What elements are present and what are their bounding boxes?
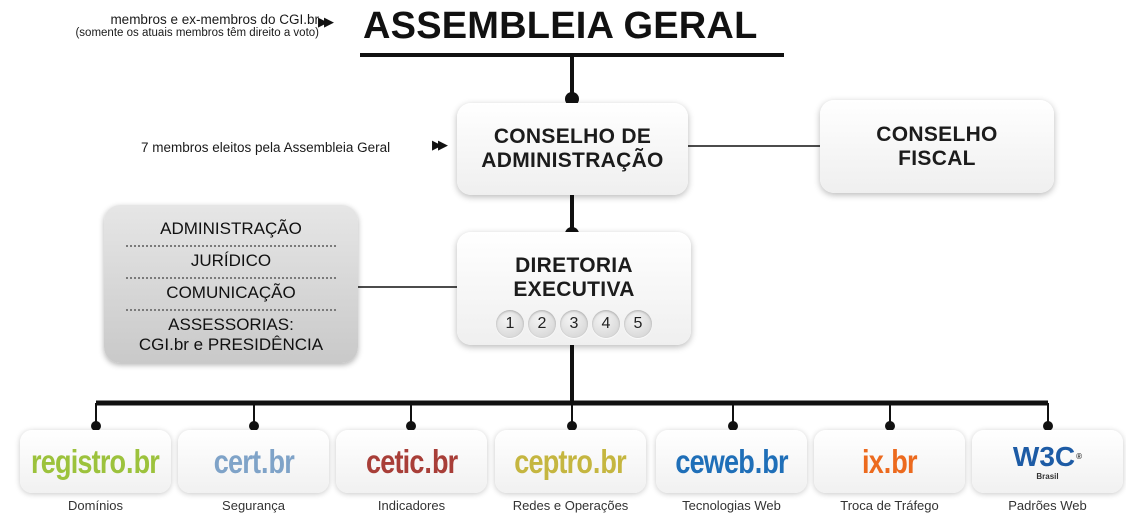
logo-dot: . <box>260 442 269 480</box>
department-item: ASSESSORIAS: CGI.br e PRESIDÊNCIA <box>138 315 324 354</box>
cert-br-logo: cert.br <box>213 442 294 480</box>
logo-name: ix <box>862 442 884 480</box>
ix-br-logo: ix.br <box>862 442 918 480</box>
center-card-cetic: cetic.br <box>336 430 487 493</box>
logo-dot: . <box>126 442 135 480</box>
logo-name: ceptro <box>514 442 594 480</box>
center-label: Troca de Tráfego <box>840 498 939 513</box>
general-assembly-title: ASSEMBLEIA GERAL <box>363 5 758 47</box>
fiscal-council-box: CONSELHO FISCAL <box>820 100 1054 193</box>
registered-mark-icon: ® <box>1076 451 1083 461</box>
connector-dot <box>567 421 577 431</box>
fiscal-council-title: CONSELHO FISCAL <box>876 122 998 170</box>
center-card-cert: cert.br <box>178 430 329 493</box>
ceweb-br-logo: ceweb.br <box>675 442 788 480</box>
registro-br-logo: registro.br <box>31 442 161 480</box>
director-number: 1 <box>496 310 524 338</box>
logo-dot: . <box>424 442 432 480</box>
double-arrow-right-icon: ▶▶ <box>318 15 334 30</box>
board-of-directors-title: CONSELHO DE ADMINISTRAÇÃO <box>481 125 664 172</box>
double-arrow-right-icon: ▶▶ <box>432 138 448 153</box>
center-label: Segurança <box>222 498 285 513</box>
members-voting-note: (somente os atuais membros têm direito a… <box>75 27 319 39</box>
center-card-ix: ix.br <box>814 430 965 493</box>
center-card-ceweb: ceweb.br <box>656 430 807 493</box>
department-item: ADMINISTRAÇÃO <box>126 215 336 247</box>
center-label: Domínios <box>68 498 123 513</box>
connector-dot <box>406 421 416 431</box>
logo-dot: . <box>754 442 763 480</box>
ceptro-br-logo: ceptro.br <box>514 442 627 480</box>
title-underline <box>360 53 784 57</box>
logo-name: ceweb <box>675 442 754 480</box>
logo-dot: . <box>883 442 892 480</box>
executive-board-title: DIRETORIA EXECUTIVA <box>513 254 635 301</box>
connector-dot <box>565 92 579 106</box>
center-card-ceptro: ceptro.br <box>495 430 646 493</box>
director-number: 5 <box>624 310 652 338</box>
logo-suffix: br <box>431 442 458 480</box>
w3c-country: Brasil <box>1036 471 1059 481</box>
connector-dot <box>249 421 259 431</box>
connector-dot <box>728 421 738 431</box>
council-members-note: 7 membros eleitos pela Assembleia Geral <box>141 140 391 155</box>
logo-dot: . <box>593 442 601 480</box>
departments-box: ADMINISTRAÇÃO JURÍDICO COMUNICAÇÃO ASSES… <box>104 205 358 363</box>
department-item: JURÍDICO <box>126 247 336 279</box>
center-label: Tecnologias Web <box>682 498 781 513</box>
director-number: 3 <box>560 310 588 338</box>
department-item: COMUNICAÇÃO <box>126 279 336 311</box>
cetic-br-logo: cetic.br <box>365 442 458 480</box>
center-label: Padrões Web <box>1008 498 1087 513</box>
w3c-letters: W3C <box>1012 440 1076 472</box>
director-number: 4 <box>592 310 620 338</box>
logo-name: cetic <box>365 442 424 480</box>
center-label: Redes e Operações <box>512 498 629 513</box>
logo-suffix: br <box>891 442 917 480</box>
logo-suffix: br <box>762 442 788 480</box>
connector-dot <box>1043 421 1053 431</box>
members-note: membros e ex-membros do CGI.br <box>110 12 319 27</box>
center-card-registro: registro.br <box>20 430 171 493</box>
logo-suffix: br <box>134 442 160 480</box>
director-numbers: 1 2 3 4 5 <box>496 310 652 338</box>
board-of-directors-box: CONSELHO DE ADMINISTRAÇÃO <box>457 103 688 195</box>
logo-suffix: br <box>600 442 627 480</box>
w3c-wordmark: W3C® <box>1012 440 1083 472</box>
logo-suffix: br <box>268 442 294 480</box>
center-card-w3c: W3C® Brasil <box>972 430 1123 493</box>
w3c-brasil-logo: W3C® Brasil <box>1012 440 1083 481</box>
logo-name: registro <box>31 442 127 480</box>
connector-dot <box>885 421 895 431</box>
executive-board-box: DIRETORIA EXECUTIVA 1 2 3 4 5 <box>457 232 691 345</box>
center-label: Indicadores <box>377 498 446 513</box>
director-number: 2 <box>528 310 556 338</box>
logo-name: cert <box>213 442 260 480</box>
connector-dot <box>91 421 101 431</box>
